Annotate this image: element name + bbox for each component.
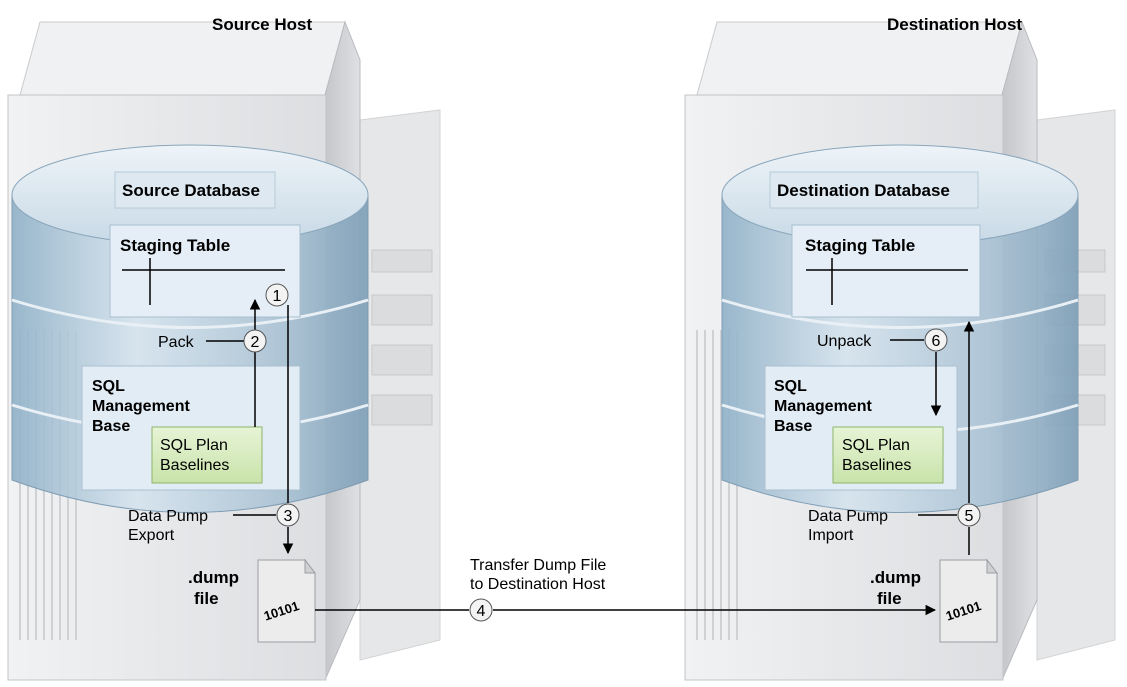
- source-smb-line-2: Management: [92, 398, 190, 415]
- source-host-title: Source Host: [212, 15, 312, 34]
- step-3-marker: [276, 503, 300, 527]
- step-markers: 1 2 3 4 5 6: [243, 283, 981, 622]
- source-flow-arrows: [206, 298, 937, 616]
- step-2-marker: [243, 329, 267, 353]
- destination-staging-table: [791, 224, 981, 318]
- source-database-title: Source Database: [122, 181, 260, 200]
- step-5-label: 5: [965, 508, 974, 525]
- step-export-line-1: Data Pump: [128, 508, 208, 525]
- step-5-marker: [957, 503, 981, 527]
- source-smb-line-3: Base: [92, 418, 130, 435]
- source-sql-plan-baselines: [151, 426, 263, 484]
- destination-dump-line-1: .dump: [870, 568, 921, 587]
- transfer-label-line-1: Transfer Dump File: [470, 557, 606, 574]
- source-baselines-line-2: Baselines: [160, 457, 229, 474]
- step-1-marker: [265, 283, 289, 307]
- destination-smb-line-3: Base: [774, 418, 812, 435]
- destination-database-title: Destination Database: [777, 181, 950, 200]
- source-dump-line-2: file: [194, 589, 219, 608]
- destination-smb-line-1: SQL: [774, 378, 807, 395]
- destination-dump-line-2: file: [877, 589, 902, 608]
- destination-baselines-line-1: SQL Plan: [842, 437, 910, 454]
- step-6-marker: [924, 328, 948, 352]
- destination-database-label-box: [769, 171, 979, 209]
- step-4-label: 4: [477, 603, 486, 620]
- step-unpack-label: Unpack: [817, 333, 872, 350]
- step-4-marker: [469, 598, 493, 622]
- destination-dump-file-icon: 10101: [939, 558, 999, 643]
- step-3-label: 3: [284, 508, 293, 525]
- step-6-label: 6: [932, 333, 941, 350]
- destination-sql-plan-baselines: [832, 426, 944, 484]
- destination-smb-line-2: Management: [774, 398, 872, 415]
- step-1-label: 1: [273, 288, 282, 305]
- step-import-line-1: Data Pump: [808, 508, 888, 525]
- step-2-label: 2: [251, 334, 260, 351]
- step-export-line-2: Export: [128, 527, 175, 544]
- destination-host-title: Destination Host: [887, 15, 1022, 34]
- source-host: Source Database Staging Table SQL Manage…: [7, 20, 441, 681]
- source-dump-line-1: .dump: [188, 568, 239, 587]
- transfer-label-line-2: to Destination Host: [470, 576, 606, 593]
- step-pack-label: Pack: [158, 334, 195, 351]
- source-database-label-box: [114, 171, 276, 209]
- source-dump-file-icon: 10101: [257, 558, 317, 643]
- destination-staging-table-label: Staging Table: [805, 236, 915, 255]
- step-import-line-2: Import: [808, 527, 854, 544]
- source-smb-line-1: SQL: [92, 378, 125, 395]
- source-baselines-line-1: SQL Plan: [160, 437, 228, 454]
- source-staging-table-label: Staging Table: [120, 236, 230, 255]
- destination-flow-arrows: [890, 320, 975, 555]
- destination-baselines-line-2: Baselines: [842, 457, 911, 474]
- destination-host: Destination Database Staging Table SQL M…: [684, 20, 1116, 681]
